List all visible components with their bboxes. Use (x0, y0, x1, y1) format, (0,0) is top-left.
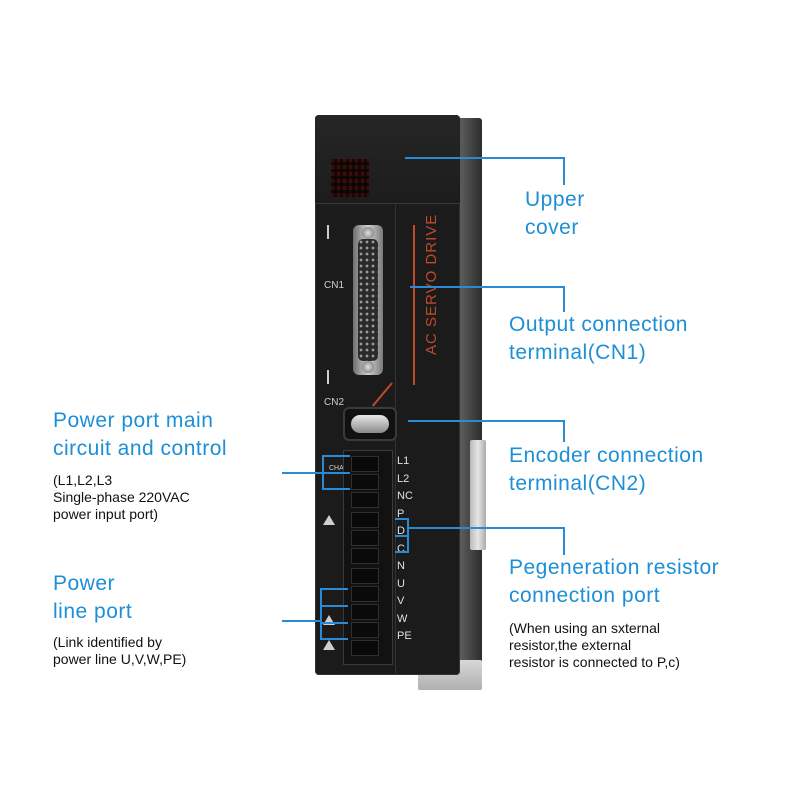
leader-line-power-line (320, 588, 322, 640)
leader-line-regen (407, 518, 409, 553)
callout-power-line: Power line port (53, 570, 132, 626)
leader-line-power-line (320, 588, 348, 590)
callout-title-line: connection port (509, 584, 661, 607)
terminal-label: V (397, 595, 405, 607)
callout-note-line: resistor,the external (509, 637, 632, 653)
callout-title-line: Power port main (53, 409, 214, 432)
terminal-label: W (397, 612, 408, 625)
terminal-label: C (397, 542, 405, 555)
cn1-marker (327, 225, 329, 239)
callout-title-line: line port (53, 600, 133, 623)
callout-cn2: Encoder connection terminal(CN2) (509, 442, 704, 498)
leader-line-power-line (320, 605, 348, 607)
terminal-slot (351, 586, 379, 602)
callout-note-line: resistor is connected to P,c) (509, 654, 680, 670)
cn2-connector (343, 407, 397, 441)
cn1-pin-array (358, 239, 378, 361)
callout-title-line: Upper (525, 188, 585, 211)
terminal-labels: L1 L2 NC P D C N U V W PE (397, 453, 427, 646)
terminal-slot (351, 568, 379, 584)
cn2-label: CN2 (324, 397, 345, 408)
leader-line-power-line (320, 638, 348, 640)
callout-note-line: (Link identified by (53, 634, 162, 650)
terminal-slot (351, 512, 379, 528)
terminal-label: U (397, 577, 405, 590)
callout-upper-cover: Upper cover (525, 186, 585, 242)
leader-line-power-line (320, 622, 348, 624)
callout-note-power-main: (L1,L2,L3 Single-phase 220VAC power inpu… (53, 472, 190, 523)
leader-line-regen (407, 527, 565, 529)
leader-line-regen (395, 518, 409, 520)
callout-note-line: (L1,L2,L3 (53, 472, 113, 488)
leader-line-power-main (322, 455, 350, 457)
brand-text: AC SERVO DRIVE (423, 213, 440, 355)
leader-line-regen (563, 527, 565, 555)
terminal-label: D (397, 525, 405, 537)
terminal-slot (351, 456, 379, 472)
leader-line-regen (395, 551, 409, 553)
leader-line-cn1 (410, 286, 565, 288)
callout-note-line: power line U,V,W,PE) (53, 651, 187, 667)
terminal-slot (351, 622, 379, 638)
warning-icon (323, 515, 335, 525)
leader-line-power-line (282, 620, 322, 622)
panel-divider (395, 205, 396, 675)
upper-cover-part (315, 115, 460, 204)
cn1-label: CN1 (324, 280, 345, 291)
leader-line-power-main (322, 488, 350, 490)
leader-line-cn2 (408, 420, 565, 422)
terminal-label: L1 (397, 455, 410, 467)
terminal-label: NC (397, 490, 413, 502)
cn2-marker (327, 370, 329, 384)
callout-title-line: Encoder connection (509, 444, 704, 467)
callout-title-line: Pegeneration resistor (509, 556, 720, 579)
cn2-socket (351, 415, 389, 433)
callout-note-line: power input port) (53, 506, 159, 522)
terminal-label: PE (397, 630, 412, 642)
callout-title-line: circuit and control (53, 437, 228, 460)
terminal-label: N (397, 560, 405, 572)
cn1-connector (353, 225, 383, 375)
callout-power-main: Power port main circuit and control (53, 407, 227, 463)
leader-line-upper-cover (563, 157, 565, 185)
callout-note-line: Single-phase 220VAC (53, 489, 190, 505)
accent-stripe-bend (371, 382, 393, 407)
leader-line-power-main (282, 472, 324, 474)
terminal-block (343, 450, 393, 665)
callout-note-line: (When using an sxternal (509, 620, 660, 636)
leader-line-upper-cover (405, 157, 565, 159)
leader-line-regen (395, 535, 409, 537)
callout-title-line: Power (53, 572, 116, 595)
terminal-slot (351, 640, 379, 656)
callout-title-line: terminal(CN2) (509, 472, 647, 495)
leader-line-power-main (322, 472, 350, 474)
terminal-slot (351, 604, 379, 620)
screw-icon (362, 361, 374, 373)
callout-cn1: Output connection terminal(CN1) (509, 311, 688, 367)
leader-line-cn2 (563, 420, 565, 442)
accent-stripe (413, 225, 415, 385)
heatsink (470, 440, 486, 550)
qr-code-label (331, 159, 369, 197)
terminal-slot (351, 474, 379, 490)
warning-icon (323, 615, 335, 625)
callout-note-regen: (When using an sxternal resistor,the ext… (509, 620, 680, 671)
screw-icon (362, 227, 374, 239)
callout-title-line: Output connection (509, 313, 688, 336)
warning-icon (323, 640, 335, 650)
callout-regen: Pegeneration resistor connection port (509, 554, 719, 610)
servo-drive: AC SERVO DRIVE CN1 CN2 CHARGE L1 L2 NC P… (315, 115, 460, 675)
terminal-label: P (397, 507, 405, 520)
callout-title-line: terminal(CN1) (509, 341, 647, 364)
callout-title-line: cover (525, 216, 579, 239)
terminal-label: L2 (397, 472, 410, 485)
terminal-slot (351, 492, 379, 508)
callout-note-power-line: (Link identified by power line U,V,W,PE) (53, 634, 186, 668)
terminal-slot (351, 548, 379, 564)
terminal-slot (351, 530, 379, 546)
leader-line-cn1 (563, 286, 565, 312)
